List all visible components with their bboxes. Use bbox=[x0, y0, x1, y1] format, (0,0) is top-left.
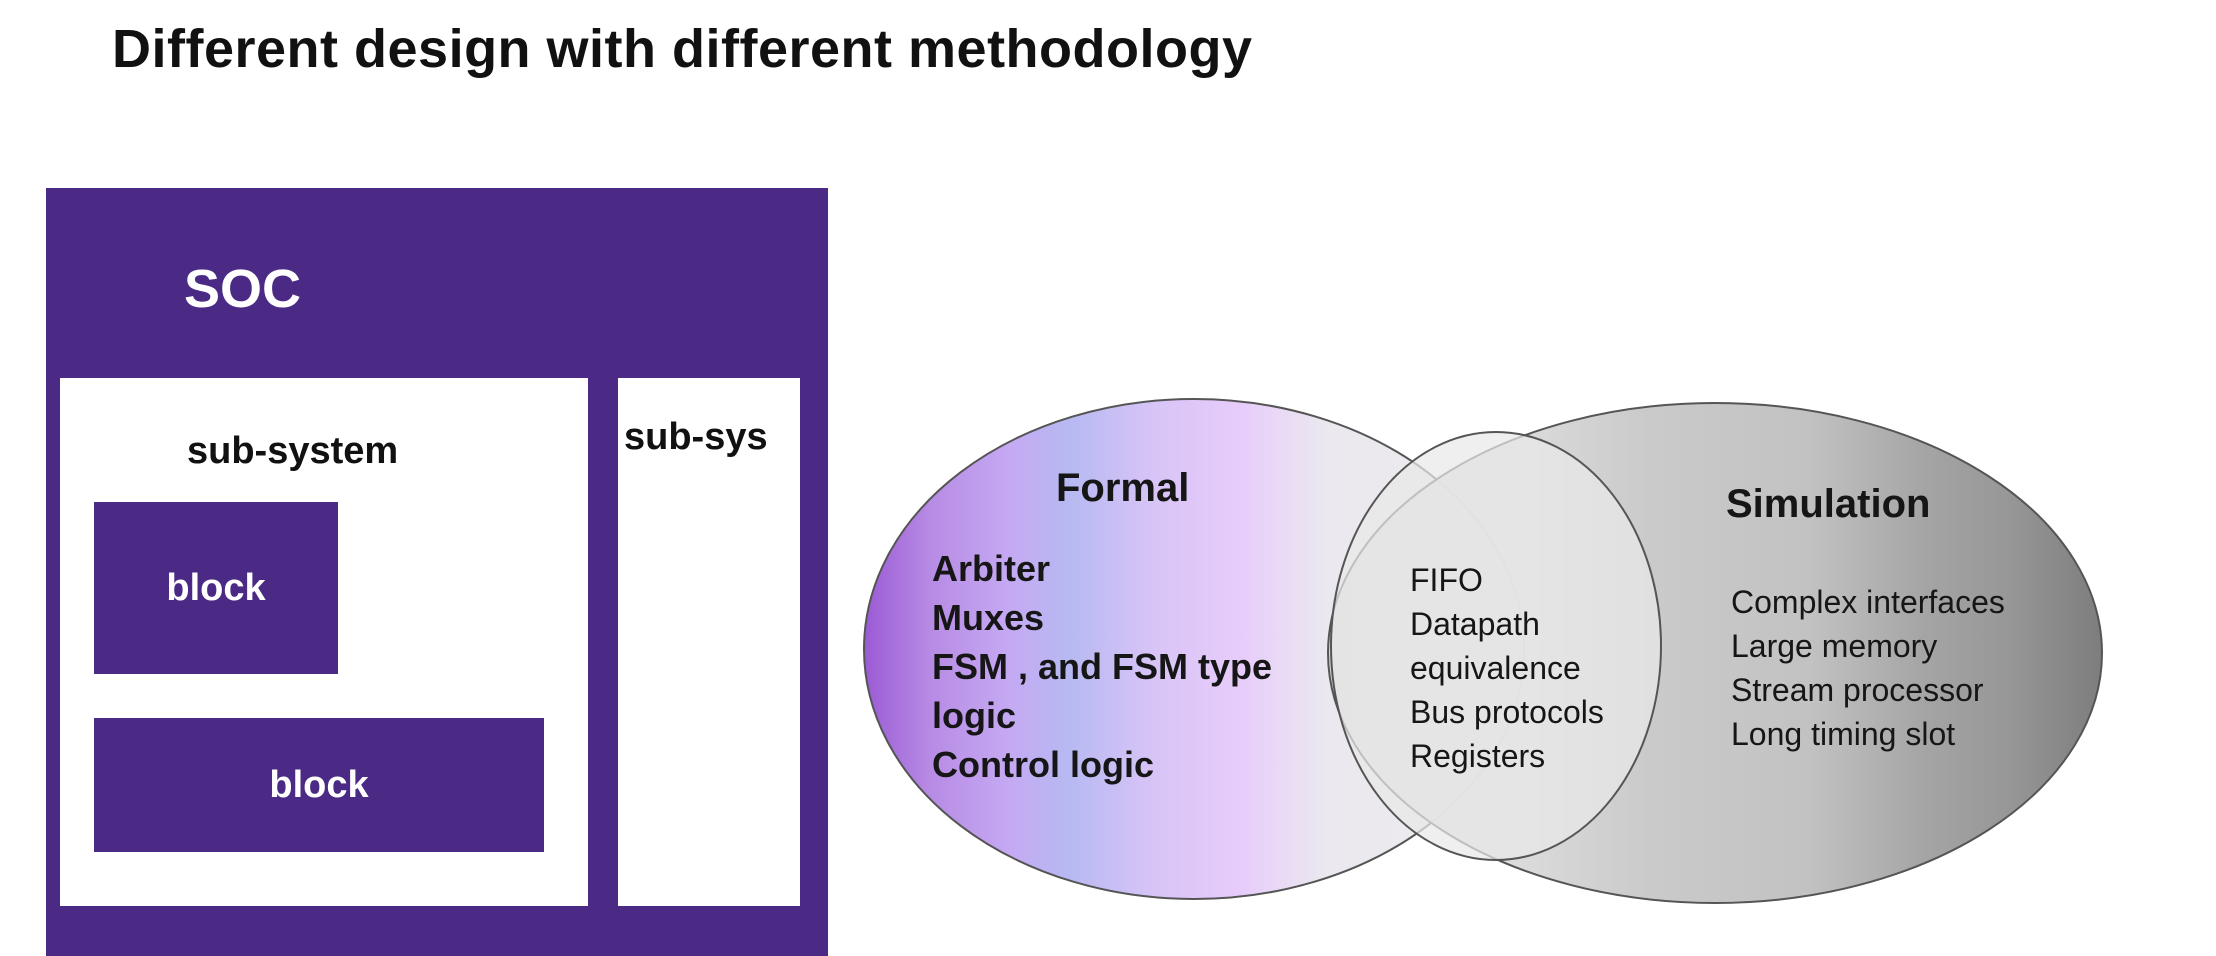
simulation-item-large-memory: Large memory bbox=[1731, 628, 1938, 664]
simulation-item-list: Complex interfaces Large memory Stream p… bbox=[1731, 580, 2005, 756]
overlap-item-list: FIFO Datapath equivalence Bus protocols … bbox=[1410, 558, 1604, 778]
block-b: block bbox=[94, 718, 544, 852]
block-a-label: block bbox=[166, 566, 266, 609]
overlap-item-fifo: FIFO bbox=[1410, 562, 1483, 598]
overlap-item-registers: Registers bbox=[1410, 738, 1546, 774]
simulation-heading: Simulation bbox=[1726, 482, 1931, 526]
overlap-item-bus-protocols: Bus protocols bbox=[1410, 694, 1604, 730]
page-title: Different design with different methodol… bbox=[112, 19, 1253, 79]
overlap-item-datapath: Datapath bbox=[1410, 606, 1540, 642]
formal-item-muxes: Muxes bbox=[932, 597, 1045, 638]
soc-container: SOC sub-system block block sub-sys bbox=[46, 188, 828, 956]
formal-item-arbiter: Arbiter bbox=[932, 548, 1051, 589]
formal-heading: Formal bbox=[1056, 466, 1190, 510]
subsys-label: sub-sys bbox=[624, 416, 768, 458]
subsystem-container: sub-system block block bbox=[60, 378, 588, 906]
formal-item-logic: logic bbox=[932, 695, 1017, 736]
simulation-item-long-timing-slot: Long timing slot bbox=[1731, 716, 1956, 752]
block-a: block bbox=[94, 502, 338, 674]
block-b-label: block bbox=[269, 763, 369, 806]
formal-item-control-logic: Control logic bbox=[932, 744, 1154, 785]
soc-label: SOC bbox=[184, 259, 302, 319]
simulation-item-complex-interfaces: Complex interfaces bbox=[1731, 584, 2005, 620]
formal-item-list: Arbiter Muxes FSM , and FSM type logic C… bbox=[932, 544, 1272, 789]
simulation-item-stream-processor: Stream processor bbox=[1731, 672, 1984, 708]
overlap-highlight bbox=[1330, 431, 1662, 861]
formal-item-fsm: FSM , and FSM type bbox=[932, 646, 1273, 687]
subsys-container: sub-sys bbox=[618, 378, 800, 906]
overlap-item-equivalence: equivalence bbox=[1410, 650, 1581, 686]
subsystem-label: sub-system bbox=[187, 430, 399, 472]
